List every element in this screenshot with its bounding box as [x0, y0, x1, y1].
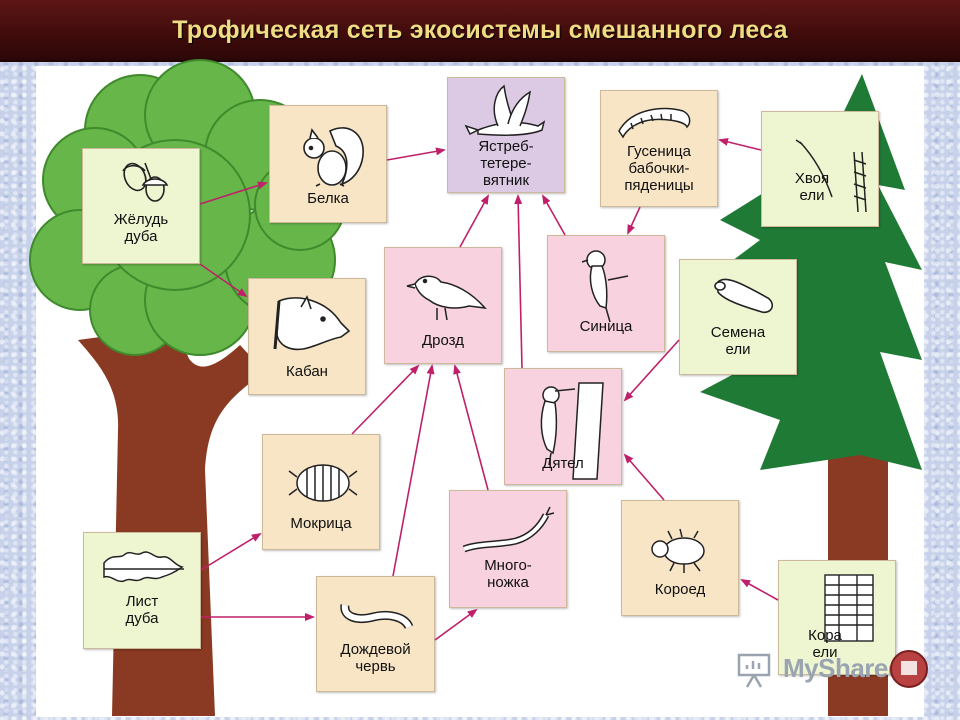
boar-icon: [273, 295, 351, 351]
arrow-seeds-woodpecker: [623, 339, 680, 402]
arrow-earthworm-thrush: [392, 364, 435, 577]
spruce-needles-label: Хвоя ели: [794, 170, 830, 204]
seal-icon: [890, 650, 928, 688]
node-spruce-bark: Кора ели: [778, 560, 896, 675]
caterpillar-label: Гусеница бабочки- пяденицы: [624, 143, 694, 194]
boar-label: Кабан: [286, 363, 328, 380]
node-oak-leaf: Лист дуба: [83, 532, 201, 649]
node-hawk: Ястреб- тетере- вятник: [447, 77, 565, 193]
needles-icon: [795, 139, 867, 213]
node-thrush: Дрозд: [384, 247, 502, 364]
arrow-leaf-woodlouse: [200, 532, 262, 571]
node-woodpecker: Дятел: [504, 368, 622, 485]
node-tit: Синица: [547, 235, 665, 352]
earthworm-icon: [340, 604, 414, 630]
woodlouse-label: Мокрица: [290, 515, 352, 532]
arrow-millipede-thrush: [453, 364, 489, 491]
beetle-icon: [651, 528, 705, 573]
spruce-bark-label: Кора ели: [808, 627, 842, 661]
node-earthworm: Дождевой червь: [316, 576, 435, 692]
node-spruce-needles: Хвоя ели: [761, 111, 879, 227]
arrow-caterpillar-tit: [627, 206, 641, 235]
arrow-squirrel-hawk: [386, 147, 446, 161]
squirrel-icon: [303, 127, 364, 187]
node-woodlouse: Мокрица: [262, 434, 380, 550]
millipede-label: Много- ножка: [484, 557, 532, 591]
caterpillar-icon: [618, 107, 691, 139]
node-acorn: Жёлудь дуба: [82, 148, 200, 264]
page-title: Трофическая сеть экосистемы смешанного л…: [172, 16, 788, 44]
spruce-seeds-label: Семена ели: [710, 324, 766, 358]
arrow-earthworm-millipede: [434, 608, 478, 641]
acorn-label: Жёлудь дуба: [113, 211, 169, 245]
node-squirrel: Белка: [269, 105, 387, 223]
woodpecker-label: Дятел: [542, 455, 584, 472]
node-spruce-seeds: Семена ели: [679, 259, 797, 375]
oak-leaf-icon: [103, 551, 184, 583]
oak-leaf-label: Лист дуба: [125, 593, 159, 627]
arrow-thrush-hawk: [459, 194, 489, 248]
earthworm-label: Дождевой червь: [340, 641, 411, 675]
arrow-beetle-woodpecker: [623, 453, 665, 501]
tit-icon: [581, 250, 629, 323]
hawk-icon: [464, 84, 546, 136]
woodlouse-icon: [288, 464, 358, 502]
woodpecker-icon: [540, 382, 604, 480]
acorn-icon: [122, 162, 169, 202]
title-bar: Трофическая сеть экосистемы смешанного л…: [0, 0, 960, 62]
millipede-icon: [462, 506, 555, 553]
thrush-icon: [406, 275, 487, 321]
hawk-label: Ястреб- тетере- вятник: [478, 138, 534, 189]
node-caterpillar: Гусеница бабочки- пяденицы: [600, 90, 718, 207]
thrush-label: Дрозд: [422, 332, 464, 349]
arrow-woodpecker-hawk: [514, 194, 523, 369]
node-bark-beetle: Короед: [621, 500, 739, 616]
bark-icon: [824, 574, 874, 642]
seed-icon: [714, 278, 774, 314]
watermark: MyShared: [735, 645, 935, 695]
presentation-icon: [737, 653, 771, 688]
tit-label: Синица: [579, 318, 633, 335]
squirrel-label: Белка: [307, 190, 349, 207]
arrow-acorn-squirrel: [199, 181, 268, 205]
arrow-tit-hawk: [542, 194, 566, 236]
arrow-woodlouse-thrush: [351, 364, 420, 435]
arrow-needles-caterpillar: [718, 138, 762, 151]
arrow-bark-beetle: [740, 579, 779, 601]
bark-beetle-label: Короед: [654, 581, 706, 598]
node-millipede: Много- ножка: [449, 490, 567, 608]
watermark-text: MyShared: [783, 653, 904, 683]
arrow-acorn-boar: [199, 263, 248, 298]
node-boar: Кабан: [248, 278, 366, 395]
